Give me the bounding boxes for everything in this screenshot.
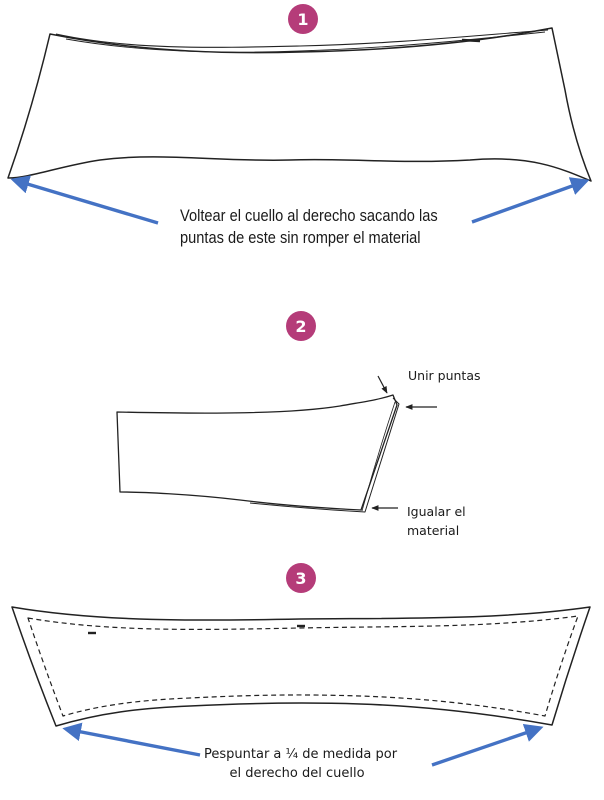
step-1-instruction-line: puntas de este sin romper el material: [180, 228, 421, 248]
collar-outline: [7, 27, 592, 182]
step-1-badge: 1: [288, 4, 318, 34]
collar-top-fold-inner: [65, 31, 546, 53]
step-3-instruction: Pespuntar a ¼ de medida por el derecho d…: [204, 746, 398, 784]
step-2-badge: 2: [286, 311, 316, 341]
step-1-instruction-line: Voltear el cuello al derecho sacando las: [180, 206, 438, 225]
collar-step-2: [116, 394, 400, 513]
even-material-label-line: Igualar el: [407, 504, 466, 519]
step-1-instruction: Voltear el cuello al derecho sacando las…: [180, 205, 472, 250]
fold-mark: [461, 38, 481, 43]
arrow-left-stitch: [62, 722, 201, 757]
collar-step-3: [11, 606, 591, 727]
arrow-right-stitch: [431, 724, 544, 767]
step-3-badge: 3: [286, 563, 316, 593]
folded-collar-outline: [116, 394, 398, 511]
even-material-label: Igualar el material: [407, 502, 487, 541]
arrow-right-point: [471, 177, 590, 224]
even-material-label-line: material: [407, 523, 460, 539]
join-points-label: Unir puntas: [408, 368, 481, 383]
collar-step-1: [7, 27, 592, 182]
step-3-instruction-line: el derecho del cuello: [229, 765, 365, 781]
collar-outline-step-3: [11, 606, 591, 727]
collar-top-fold: [55, 29, 549, 48]
topstitch-line: [27, 615, 579, 717]
arrow-left-point: [10, 175, 159, 225]
folded-collar-back-edge: [249, 397, 400, 513]
arrow-join-points-1: [377, 375, 388, 394]
folded-collar-back-edge-2: [361, 401, 396, 512]
step-3-instruction-line: Pespuntar a ¼ de medida por: [204, 747, 398, 762]
